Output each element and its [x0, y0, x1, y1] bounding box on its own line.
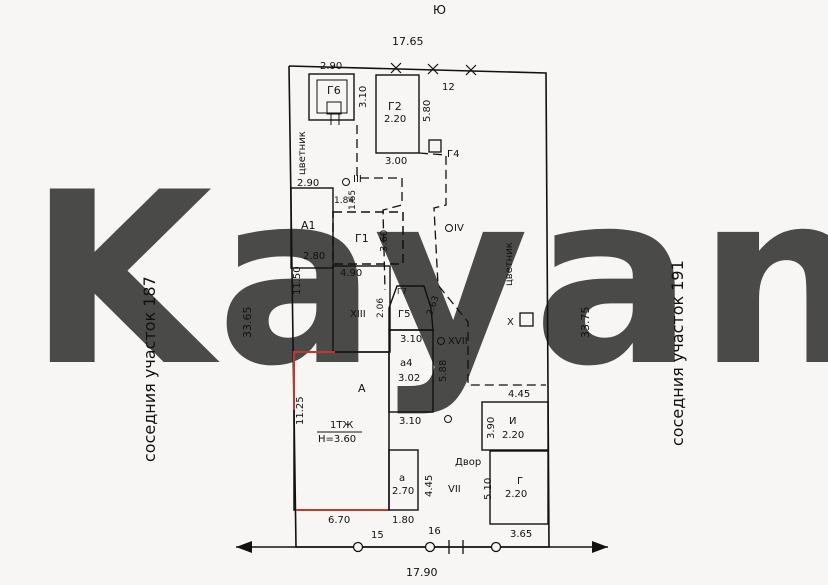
dim-g1-side: 3.60: [379, 230, 390, 252]
dim-510: 5.10: [483, 478, 494, 500]
dim-445a: 4.45: [508, 389, 530, 400]
label-g: Г: [517, 476, 523, 487]
watermark: Kayan: [28, 142, 828, 419]
label-tsvetnik-left: цветник: [297, 131, 308, 175]
label-i: И: [509, 416, 516, 427]
dim-184: 1.84: [334, 196, 354, 206]
label-g2: Г2: [388, 100, 402, 113]
neighbor-left-label: соседния участок 187: [140, 276, 159, 462]
dim-445b: 4.45: [424, 475, 435, 497]
dim-310b: 3.10: [399, 416, 421, 427]
building-g6: [308, 73, 355, 125]
label-tsvetnik-right: цветник: [504, 242, 515, 286]
label-xiii: XIII: [350, 309, 366, 320]
label-16: 16: [428, 526, 441, 537]
dim-490: 4.90: [340, 268, 362, 279]
label-xvii: XVII: [448, 336, 468, 347]
top-ticks: [390, 62, 477, 76]
dim-a1-side: 11.50: [292, 266, 303, 295]
label-15: 15: [371, 530, 384, 541]
building-g: [489, 450, 549, 525]
dim-165: 1.65: [348, 190, 358, 210]
object-g4: [428, 139, 442, 153]
dim-588: 5.88: [438, 360, 449, 382]
val-a1: 2.80: [303, 251, 325, 262]
label-a4: а4: [400, 358, 413, 369]
label-x: Х: [507, 317, 514, 328]
val-g2: 2.20: [384, 114, 406, 125]
dim-g2-bottom: 3.00: [385, 156, 407, 167]
label-a: А: [358, 382, 366, 395]
label-g6: Г6: [327, 84, 341, 97]
dim-1125: 11.25: [295, 396, 306, 425]
dim-670: 6.70: [328, 515, 350, 526]
label-iii: III: [353, 174, 362, 185]
dim-top-width: 17.65: [392, 35, 424, 48]
building-g1: [332, 211, 404, 265]
label-g4: Г4: [447, 149, 459, 160]
dim-g2-side: 5.80: [422, 100, 433, 122]
val-a-small: 2.70: [392, 486, 414, 497]
building-i: [481, 401, 549, 451]
label-a-small: а: [399, 473, 405, 484]
val-i: 2.20: [502, 430, 524, 441]
dim-right-side: 33.75: [579, 307, 592, 339]
top-marker: Ю: [433, 3, 446, 17]
dim-bottom-width: 17.90: [406, 566, 438, 579]
dim-g6-top: 2.90: [320, 61, 342, 72]
dim-390: 3.90: [486, 417, 497, 439]
dim-206: 2.06: [376, 298, 386, 318]
label-dvor: Двор: [455, 457, 481, 468]
dim-a1-top: 2.90: [297, 178, 319, 189]
label-iv: IV: [454, 223, 464, 234]
neighbor-right-label: соседния участок 191: [668, 260, 687, 446]
bottom-boundary-arrow: [236, 540, 608, 554]
label-h: Н=3.60: [318, 434, 356, 445]
label-a1: А1: [301, 219, 316, 232]
building-a-small: [388, 449, 419, 511]
dim-g6-side: 3.10: [358, 86, 369, 108]
label-g5: Г5: [398, 309, 410, 320]
dim-180: 1.80: [392, 515, 414, 526]
dim-310a: 3.10: [400, 334, 422, 345]
val-a4: 3.02: [398, 373, 420, 384]
val-g: 2.20: [505, 489, 527, 500]
building-g2: [375, 74, 420, 154]
label-1tzh: 1ТЖ: [330, 420, 353, 431]
label-g7: Г7: [397, 287, 407, 296]
dim-365: 3.65: [510, 529, 532, 540]
dim-left-side: 33.65: [241, 307, 254, 339]
label-g1: Г1: [355, 232, 369, 245]
label-vii: VII: [448, 484, 461, 495]
label-12: 12: [442, 82, 455, 93]
object-x: [519, 312, 534, 327]
garden-paths: [356, 125, 546, 386]
